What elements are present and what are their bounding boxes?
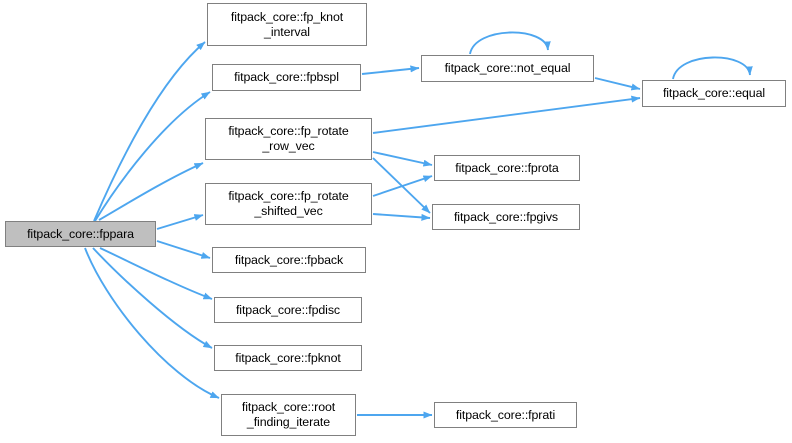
node-fpback[interactable]: fitpack_core::fpback xyxy=(212,247,366,273)
edge-fppara-to-fpknot xyxy=(92,247,213,349)
node-label: fitpack_core::fp_rotate _shifted_vec xyxy=(228,189,349,218)
node-label: fitpack_core::fpgivs xyxy=(453,209,559,224)
node-label: fitpack_core::fprati xyxy=(455,407,556,422)
node-fprota[interactable]: fitpack_core::fprota xyxy=(434,155,580,181)
node-fprati[interactable]: fitpack_core::fprati xyxy=(434,402,577,428)
node-label: fitpack_core::fpdisc xyxy=(235,302,341,317)
edge-fppara-to-root-finding-iterate xyxy=(84,247,220,399)
node-label: fitpack_core::fppara xyxy=(27,226,134,241)
node-label: fitpack_core::fpback xyxy=(234,252,344,267)
node-fp-knot-interval[interactable]: fitpack_core::fp_knot _interval xyxy=(207,3,367,46)
node-fp-rotate-row-vec[interactable]: fitpack_core::fp_rotate _row_vec xyxy=(205,118,372,160)
edge-fp-rotate-shifted-vec-to-fpgivs xyxy=(372,213,431,221)
edge-fppara-to-fp-knot-interval xyxy=(93,41,206,222)
node-fppara[interactable]: fitpack_core::fppara xyxy=(5,221,156,247)
node-root-finding-iterate[interactable]: fitpack_core::root _finding_iterate xyxy=(221,394,356,436)
node-label: fitpack_core::equal xyxy=(662,86,766,100)
node-not-equal[interactable]: fitpack_core::not_equal xyxy=(421,55,594,82)
edge-fppara-to-fp-rotate-row-vec xyxy=(98,162,204,221)
edge-fppara-to-fp-rotate-shifted-vec xyxy=(156,214,204,230)
node-equal[interactable]: fitpack_core::equal xyxy=(642,80,786,107)
edge-fp-rotate-row-vec-to-fprota xyxy=(372,151,433,167)
edge-fpbspl-to-not-equal xyxy=(361,65,420,75)
node-fpdisc[interactable]: fitpack_core::fpdisc xyxy=(214,297,362,323)
node-label: fitpack_core::fp_knot _interval xyxy=(230,9,344,39)
edge-equal-self-loop xyxy=(672,56,753,80)
node-label: fitpack_core::not_equal xyxy=(444,61,571,75)
edge-fp-rotate-row-vec-to-equal xyxy=(372,95,641,134)
node-label: fitpack_core::fp_rotate _row_vec xyxy=(228,124,349,153)
node-label: fitpack_core::fpknot xyxy=(235,350,341,365)
node-label: fitpack_core::root _finding_iterate xyxy=(241,400,336,429)
edge-fppara-to-fpdisc xyxy=(99,247,213,300)
edge-not-equal-to-equal xyxy=(594,77,641,91)
node-fpbspl[interactable]: fitpack_core::fpbspl xyxy=(212,64,361,91)
node-fp-rotate-shifted-vec[interactable]: fitpack_core::fp_rotate _shifted_vec xyxy=(205,183,372,225)
node-fpgivs[interactable]: fitpack_core::fpgivs xyxy=(432,204,580,230)
edge-fppara-to-fpback xyxy=(156,240,211,259)
node-label: fitpack_core::fpbspl xyxy=(234,70,339,84)
edge-fppara-to-fpbspl xyxy=(94,91,211,222)
node-fpknot[interactable]: fitpack_core::fpknot xyxy=(214,345,362,371)
edge-fp-rotate-shifted-vec-to-fprota xyxy=(372,175,433,197)
edge-not-equal-self-loop xyxy=(469,31,551,55)
node-label: fitpack_core::fprota xyxy=(455,160,559,175)
